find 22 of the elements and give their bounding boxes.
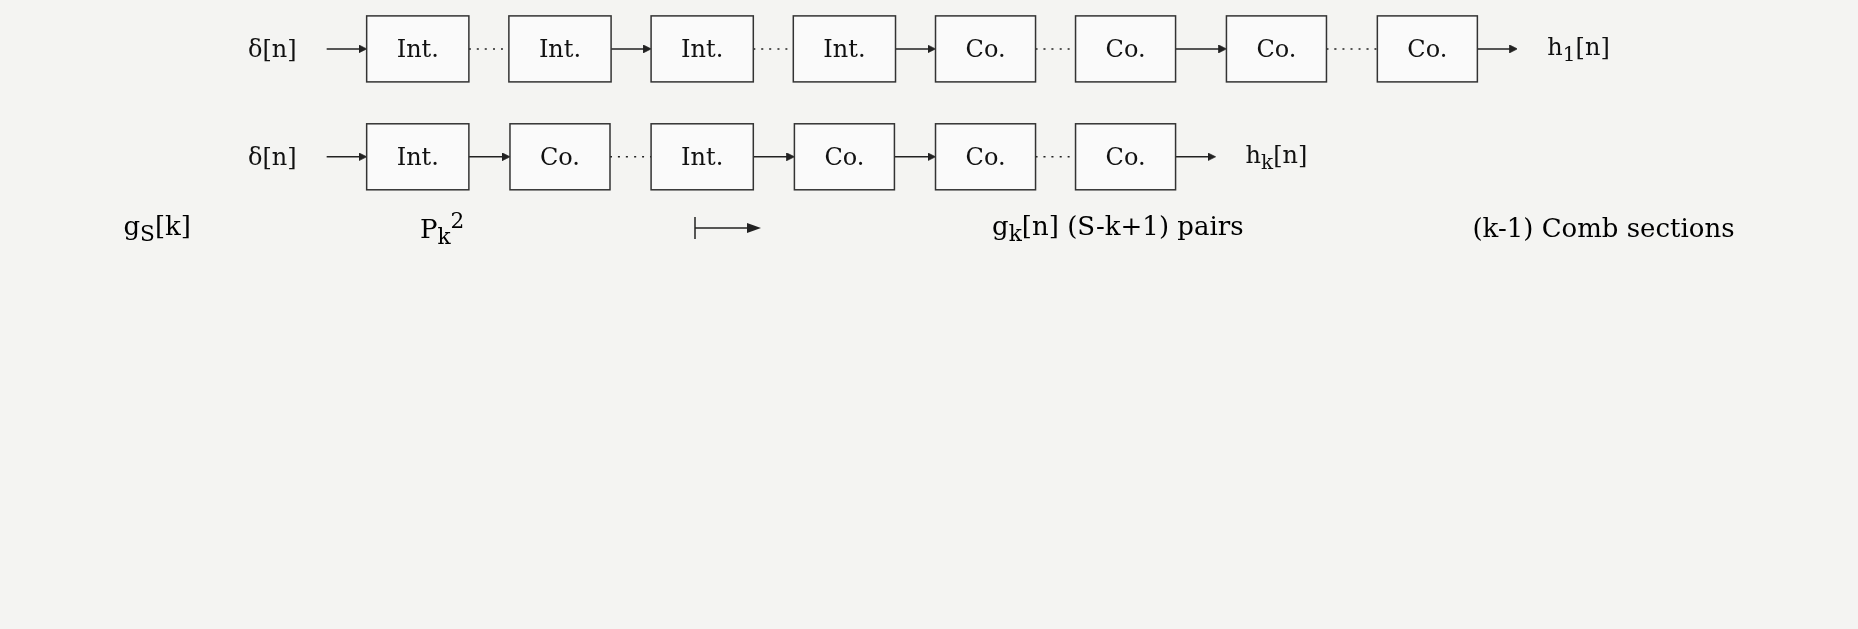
bracket-label: (k-1) Comb sections [1472, 213, 1735, 244]
node-text: h$_{1}$[n] [1547, 33, 1610, 66]
node-text: δ[n] [248, 34, 297, 63]
node-box: Int. [366, 15, 470, 83]
bracket-label: g$_{S}$[k] [123, 210, 191, 246]
node-box: Co. [1376, 15, 1479, 83]
node-box: Int. [650, 15, 755, 83]
node-box: Int. [508, 15, 612, 83]
node-box: Co. [934, 15, 1037, 83]
node-box: Co. [509, 123, 611, 191]
arrow [468, 152, 511, 162]
node-text: h$_{k}$[n] [1245, 140, 1308, 174]
node-box: Co. [793, 123, 896, 191]
bracket-label: g$_{k}$[n] (S-k+1) pairs [992, 210, 1244, 246]
node-box: Co. [934, 123, 1037, 191]
node-box: Co. [1074, 123, 1177, 191]
node-box: Co. [1225, 15, 1328, 83]
node-box: Int. [366, 123, 470, 191]
node-box: Co. [1074, 15, 1177, 83]
node-text: δ[n] [248, 142, 297, 171]
node-box: Int. [650, 123, 755, 191]
node-box: Int. [792, 15, 897, 83]
